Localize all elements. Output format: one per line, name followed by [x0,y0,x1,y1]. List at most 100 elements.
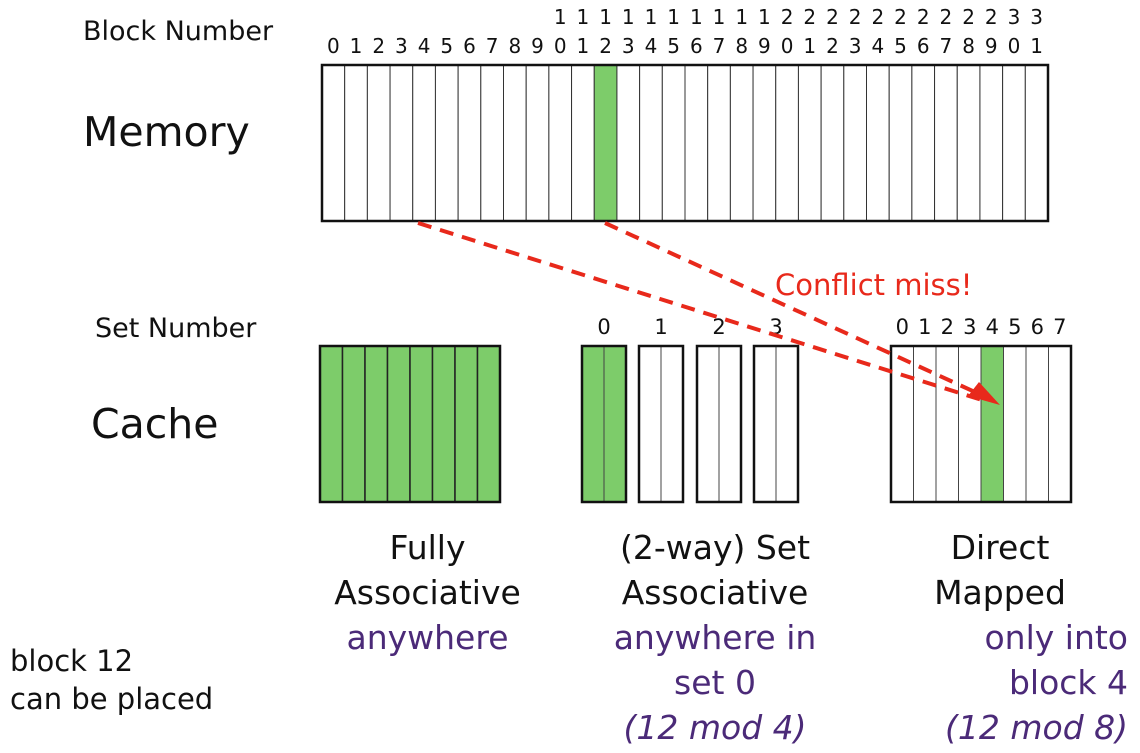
block-number-tens: 1 [599,5,612,29]
block-number-tens: 1 [622,5,635,29]
block-number-ones: 8 [508,34,521,58]
memory-block [661,64,686,222]
dm-set-number: 5 [1008,315,1021,339]
block-number-ones: 4 [418,34,431,58]
block-number-tens: 2 [894,5,907,29]
sa-cache-line [603,345,627,503]
block-number-ones: 0 [781,34,794,58]
dm-cache-line [890,345,914,503]
fa-line1: Fully [389,528,466,567]
fa-cache-line [319,345,344,503]
memory-block [843,64,867,222]
block-number-tens: 1 [690,5,703,29]
direct-mapped-cache [890,345,1072,503]
memory-block [775,64,799,222]
block12-line1: block 12 [10,644,134,678]
dm-where3: (12 mod 8) [945,708,1128,747]
block12-note: block 12 can be placed [10,642,213,718]
sa-set-number: 1 [654,315,667,339]
block-number-ones: 3 [849,34,862,58]
fa-cache-line [364,345,389,503]
fa-where: anywhere [346,618,509,657]
block-number-ones: 0 [327,34,340,58]
block-number-tens: 3 [1030,5,1043,29]
sa-set-number: 0 [597,315,610,339]
block-number-ones: 7 [940,34,953,58]
memory-block [1024,64,1049,222]
block-number-tens: 1 [554,5,567,29]
fa-cache-outline [318,344,502,504]
block-number-tens: 2 [940,5,953,29]
direct-mapped-outline [889,344,1073,504]
block-number-tens: 2 [826,5,839,29]
memory-block [729,64,754,222]
memory-block [616,64,641,222]
block-number-tens: 1 [735,5,748,29]
block-number-tens: 2 [781,5,794,29]
dm-set-number: 7 [1053,315,1066,339]
memory-block [1002,64,1026,222]
arrow-block12 [604,221,989,400]
sa-cache-line [775,345,799,503]
memory-blocks [321,64,1049,222]
block-number-ones: 1 [1030,34,1043,58]
block-number-ones: 6 [690,34,703,58]
block-number-ones: 8 [962,34,975,58]
memory-block [412,64,436,222]
fa-cache-line [431,345,456,503]
memory-block [684,64,709,222]
block-number-ones: 9 [531,34,544,58]
memory-block [707,64,731,222]
block-number-ones: 3 [622,34,635,58]
block-number-ones: 5 [440,34,453,58]
sa-where1: anywhere in [613,618,817,657]
sa-set-outline [637,344,685,504]
block-number-ones: 9 [985,34,998,58]
block-number-tens: 1 [645,5,658,29]
memory-block [979,64,1004,222]
direct-mapped-caption-top: Direct Mapped [900,525,1100,615]
block-number-tens: 3 [1008,5,1021,29]
memory-block [820,64,845,222]
arrow-head [968,382,1000,405]
fa-cache-line [454,345,479,503]
block-number-ones: 7 [713,34,726,58]
memory-block [389,64,414,222]
sa-set-outline [695,344,743,504]
fully-associative-cache [318,344,502,504]
fully-associative-caption: Fully Associative anywhere [310,525,545,660]
block-number-ones: 2 [826,34,839,58]
dm-line2: Mapped [934,573,1066,612]
memory-label: Memory [83,108,250,156]
block-number-ones: 6 [463,34,476,58]
memory-outline [320,63,1050,223]
direct-mapped-caption-bottom: only into block 4 (12 mod 8) [900,615,1128,750]
dm-set-number: 0 [896,315,909,339]
dm-set-number: 1 [918,315,931,339]
memory-block [321,64,346,222]
block-number-ones: 1 [803,34,816,58]
block-number-label: Block Number [83,16,274,47]
dm-where2: block 4 [1008,663,1128,702]
sa-line1: (2-way) Set [619,528,811,567]
block-number-ones: 7 [486,34,499,58]
block-number-ones: 1 [577,34,590,58]
dm-cache-line [980,345,1004,503]
block-number-tens: 2 [962,5,975,29]
sa-where3: (12 mod 4) [623,708,807,747]
block-number-tens: 1 [758,5,771,29]
memory-block [956,64,981,222]
dm-cache-line [1003,345,1027,503]
set-number-label: Set Number [95,313,257,344]
memory-block [344,64,368,222]
sa-cache-line [753,345,777,503]
block-number-ones: 1 [350,34,363,58]
memory-block [503,64,527,222]
dm-set-number: 2 [941,315,954,339]
memory-block [366,64,391,222]
fa-cache-line [341,345,366,503]
memory-block [866,64,890,222]
block-number-ones: 5 [894,34,907,58]
